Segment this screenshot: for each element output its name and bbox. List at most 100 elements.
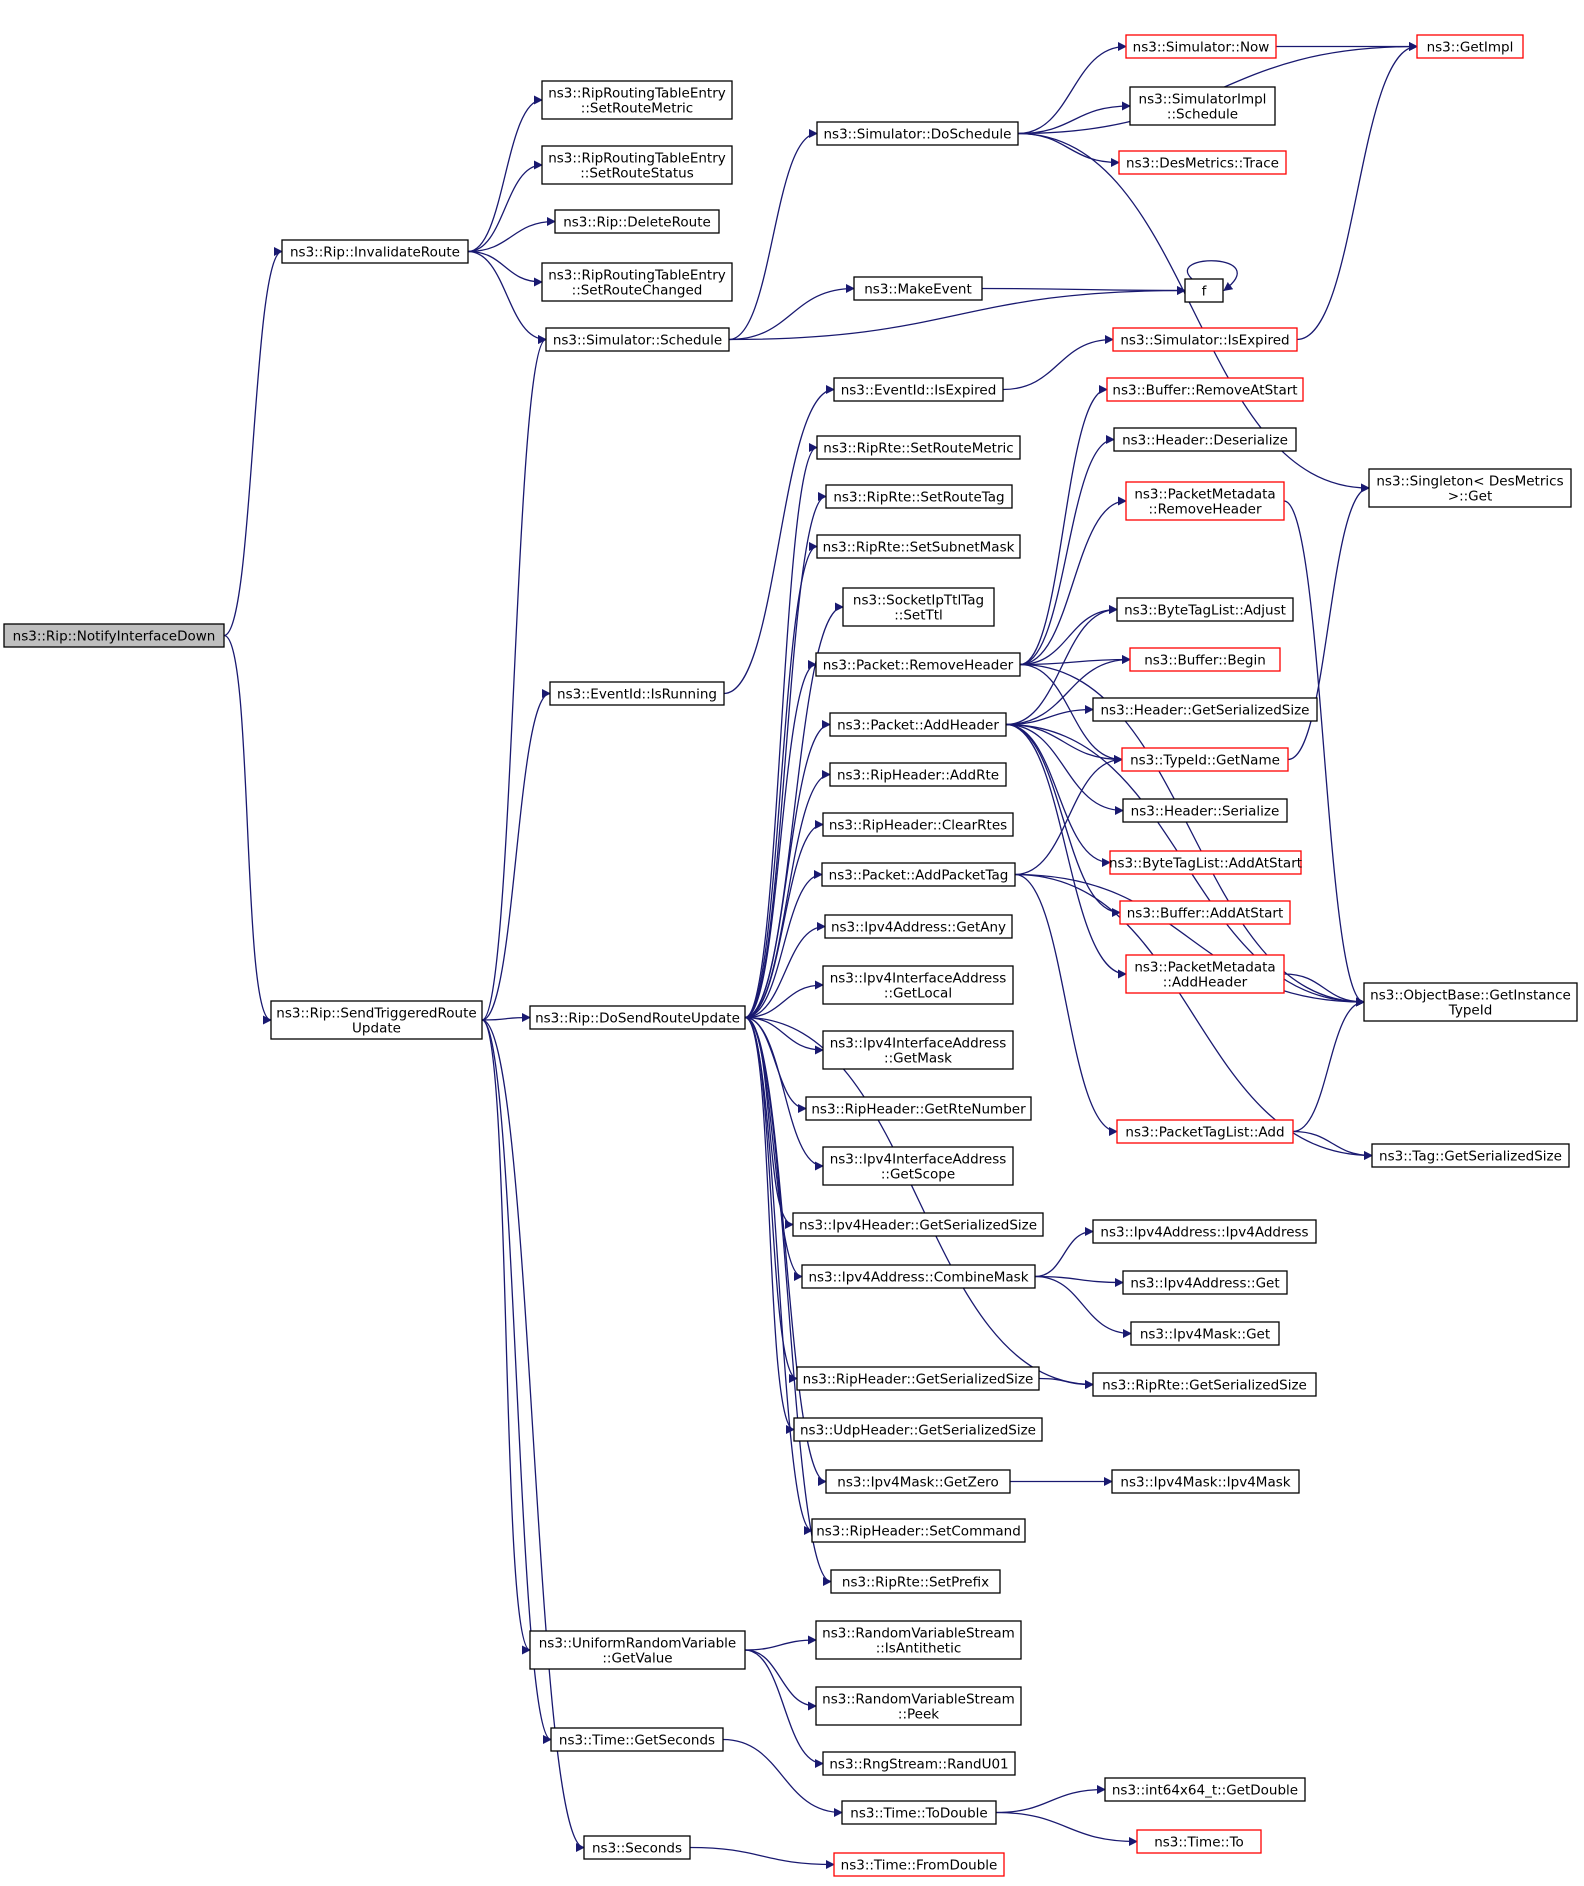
node-seconds[interactable]: ns3::Seconds: [583, 1835, 691, 1860]
node-box: [853, 276, 983, 301]
edge-sim-schedule-to-f: [728, 286, 1186, 341]
node-time-todouble[interactable]: ns3::Time::ToDouble: [841, 1800, 997, 1825]
node-hdr-deserialize[interactable]: ns3::Header::Deserialize: [1113, 427, 1297, 452]
node-singleton-get[interactable]: ns3::Singleton< DesMetrics>::Get: [1368, 468, 1572, 508]
node-rng-randu01[interactable]: ns3::RngStream::RandU01: [822, 1751, 1016, 1776]
node-riprte-tag[interactable]: ns3::RipRte::SetRouteTag: [825, 484, 1013, 509]
node-uniform-getvalue[interactable]: ns3::UniformRandomVariable::GetValue: [529, 1630, 746, 1670]
node-box: [270, 1000, 483, 1040]
node-label: ns3::RipHeader::AddRte: [837, 768, 999, 784]
node-time-getseconds[interactable]: ns3::Time::GetSeconds: [550, 1727, 724, 1752]
node-rvs-isantithetic[interactable]: ns3::RandomVariableStream::IsAntithetic: [815, 1620, 1022, 1660]
node-eventid-expired[interactable]: ns3::EventId::IsExpired: [833, 377, 1004, 402]
node-riprte-subnet[interactable]: ns3::RipRte::SetSubnetMask: [816, 534, 1021, 559]
node-rte-set-status[interactable]: ns3::RipRoutingTableEntry::SetRouteStatu…: [541, 145, 733, 185]
node-riph-clearrtes[interactable]: ns3::RipHeader::ClearRtes: [822, 812, 1014, 837]
node-eventid-running[interactable]: ns3::EventId::IsRunning: [549, 681, 725, 706]
node-get-impl[interactable]: ns3::GetImpl: [1416, 34, 1524, 59]
node-pkt-addpackettag[interactable]: ns3::Packet::AddPacketTag: [821, 862, 1016, 887]
node-f[interactable]: f: [1184, 278, 1224, 303]
node-box: [3, 623, 225, 648]
node-notify-down[interactable]: ns3::Rip::NotifyInterfaceDown: [3, 623, 225, 648]
node-box: [829, 712, 1007, 737]
node-btl-adjust[interactable]: ns3::ByteTagList::Adjust: [1116, 597, 1294, 622]
node-label: ns3::Tag::GetSerializedSize: [1379, 1149, 1562, 1165]
node-box: [825, 1469, 1011, 1494]
node-box: [842, 587, 995, 627]
node-rvs-peek[interactable]: ns3::RandomVariableStream::Peek: [815, 1686, 1022, 1726]
node-riph-getrtenumber[interactable]: ns3::RipHeader::GetRteNumber: [805, 1096, 1032, 1121]
node-box: [824, 914, 1013, 939]
node-sim-doschedule[interactable]: ns3::Simulator::DoSchedule: [816, 121, 1019, 146]
node-box: [815, 652, 1021, 677]
node-sim-now[interactable]: ns3::Simulator::Now: [1125, 34, 1277, 59]
edge-riph-size-to-riprte-size: [1038, 1377, 1094, 1389]
node-ipv4-ctor[interactable]: ns3::Ipv4Address::Ipv4Address: [1092, 1219, 1317, 1244]
node-ipv4h-size[interactable]: ns3::Ipv4Header::GetSerializedSize: [792, 1212, 1044, 1237]
node-do-send[interactable]: ns3::Rip::DoSendRouteUpdate: [529, 1005, 746, 1030]
node-delete-route[interactable]: ns3::Rip::DeleteRoute: [554, 209, 720, 234]
node-invalidate[interactable]: ns3::Rip::InvalidateRoute: [281, 239, 469, 264]
node-label: ns3::Ipv4InterfaceAddress: [830, 1036, 1007, 1052]
node-ptl-add[interactable]: ns3::PacketTagList::Add: [1116, 1119, 1294, 1144]
node-riprte-size[interactable]: ns3::RipRte::GetSerializedSize: [1092, 1372, 1317, 1397]
node-ipv4if-getscope[interactable]: ns3::Ipv4InterfaceAddress::GetScope: [822, 1146, 1014, 1186]
edge-pkt-removeheader-to-buf-removeatstart: [1019, 385, 1108, 666]
edge-sim-doschedule-to-simimpl-schedule: [1017, 101, 1131, 135]
node-ipv4-combinemask[interactable]: ns3::Ipv4Address::CombineMask: [801, 1264, 1036, 1289]
node-desmetrics-trace[interactable]: ns3::DesMetrics::Trace: [1118, 150, 1287, 175]
node-riph-size[interactable]: ns3::RipHeader::GetSerializedSize: [796, 1366, 1040, 1391]
node-btl-addatstart[interactable]: ns3::ByteTagList::AddAtStart: [1109, 850, 1302, 875]
node-pkt-addheader[interactable]: ns3::Packet::AddHeader: [829, 712, 1007, 737]
node-time-fromdouble[interactable]: ns3::Time::FromDouble: [833, 1852, 1005, 1877]
node-int64-getdouble[interactable]: ns3::int64x64_t::GetDouble: [1104, 1777, 1306, 1802]
node-riph-setcommand[interactable]: ns3::RipHeader::SetCommand: [811, 1518, 1026, 1543]
node-hdr-serialize[interactable]: ns3::Header::Serialize: [1122, 798, 1288, 823]
node-ipv4-get[interactable]: ns3::Ipv4Address::Get: [1122, 1270, 1288, 1295]
node-udph-size[interactable]: ns3::UdpHeader::GetSerializedSize: [793, 1417, 1043, 1442]
node-ipv4if-getmask[interactable]: ns3::Ipv4InterfaceAddress::GetMask: [822, 1030, 1014, 1070]
node-riprte-metric[interactable]: ns3::RipRte::SetRouteMetric: [816, 435, 1021, 460]
node-label: ns3::PacketMetadata: [1134, 487, 1275, 503]
node-ipv4-getany[interactable]: ns3::Ipv4Address::GetAny: [824, 914, 1013, 939]
node-pkt-removeheader[interactable]: ns3::Packet::RemoveHeader: [815, 652, 1021, 677]
node-time-to[interactable]: ns3::Time::To: [1136, 1829, 1262, 1854]
node-pm-removeheader[interactable]: ns3::PacketMetadata::RemoveHeader: [1125, 481, 1285, 521]
node-pm-addheader[interactable]: ns3::PacketMetadata::AddHeader: [1125, 954, 1285, 994]
node-label: ns3::Packet::AddPacketTag: [829, 868, 1009, 884]
node-box: [1136, 1829, 1262, 1854]
node-ipv4if-getlocal[interactable]: ns3::Ipv4InterfaceAddress::GetLocal: [822, 965, 1014, 1005]
edge-do-send-to-ipv4if-getlocal: [744, 980, 824, 1019]
node-label: ns3::GetImpl: [1427, 40, 1514, 56]
node-ipv4mask-get[interactable]: ns3::Ipv4Mask::Get: [1130, 1321, 1280, 1346]
node-box: [1116, 597, 1294, 622]
node-sim-isexpired[interactable]: ns3::Simulator::IsExpired: [1112, 327, 1298, 352]
node-box: [822, 965, 1014, 1005]
edge-pkt-addheader-to-hdr-size: [1005, 705, 1094, 726]
node-box: [829, 762, 1007, 787]
node-label: ns3::Ipv4InterfaceAddress: [830, 971, 1007, 987]
node-ipv4mask-getzero[interactable]: ns3::Ipv4Mask::GetZero: [825, 1469, 1011, 1494]
node-ipv4mask-ctor[interactable]: ns3::Ipv4Mask::Ipv4Mask: [1111, 1469, 1300, 1494]
node-make-event[interactable]: ns3::MakeEvent: [853, 276, 983, 301]
edge-ipv4-combinemask-to-ipv4-ctor: [1034, 1227, 1094, 1278]
node-tag-size[interactable]: ns3::Tag::GetSerializedSize: [1371, 1143, 1570, 1168]
node-buf-addatstart[interactable]: ns3::Buffer::AddAtStart: [1119, 900, 1291, 925]
node-label: ns3::MakeEvent: [864, 282, 972, 298]
node-buf-begin[interactable]: ns3::Buffer::Begin: [1129, 647, 1281, 672]
node-buf-removeatstart[interactable]: ns3::Buffer::RemoveAtStart: [1106, 377, 1304, 402]
node-hdr-size[interactable]: ns3::Header::GetSerializedSize: [1092, 697, 1318, 722]
node-simimpl-schedule[interactable]: ns3::SimulatorImpl::Schedule: [1129, 86, 1276, 126]
node-riph-addrte[interactable]: ns3::RipHeader::AddRte: [829, 762, 1007, 787]
node-box: [529, 1005, 746, 1030]
node-rte-set-changed[interactable]: ns3::RipRoutingTableEntry::SetRouteChang…: [541, 262, 733, 302]
node-box: [1092, 1372, 1317, 1397]
node-label: ::SetRouteMetric: [581, 101, 693, 117]
node-rte-set-metric[interactable]: ns3::RipRoutingTableEntry::SetRouteMetri…: [541, 80, 733, 120]
node-typeid-getname[interactable]: ns3::TypeId::GetName: [1121, 747, 1289, 772]
node-sim-schedule[interactable]: ns3::Simulator::Schedule: [545, 327, 730, 352]
node-riprte-setprefix[interactable]: ns3::RipRte::SetPrefix: [830, 1569, 1001, 1594]
node-socket-ttl[interactable]: ns3::SocketIpTtlTag::SetTtl: [842, 587, 995, 627]
